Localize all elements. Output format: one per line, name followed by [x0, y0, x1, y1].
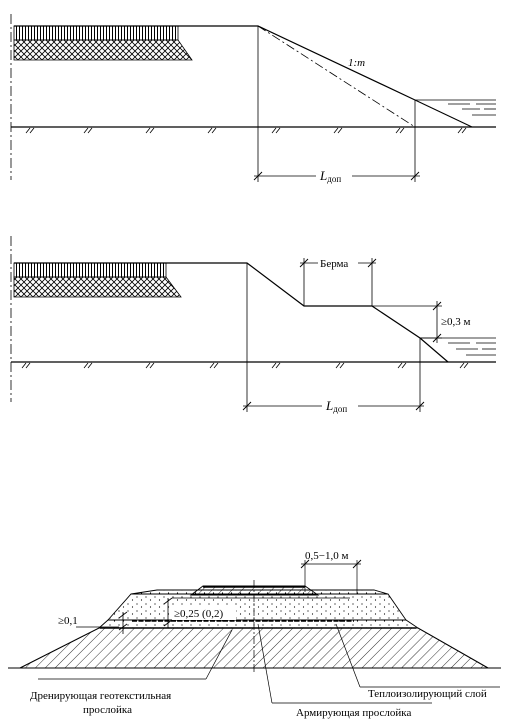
leader-insulation: [335, 623, 361, 688]
figure-3-embankment-cross-section: 0,5−1,0 м ≥0,1 ≥0,25 (0,2) Дренирующая г…: [8, 550, 501, 719]
berm-label: Берма: [320, 258, 348, 270]
ground-hatch-marks: [25, 127, 467, 134]
dimension-label-l-allowed: Lдоп: [325, 398, 347, 414]
figure-2-embankment-berm: Берма ≥0,3 м Lдоп: [10, 236, 496, 414]
leader-reinforce: [257, 623, 273, 704]
width-label: 0,5−1,0 м: [305, 550, 348, 562]
track-ballast-vertical-hatch: [13, 262, 167, 278]
drain-label-line1: Дренирующая геотекстильная: [30, 690, 171, 702]
figure-1-embankment-slope: Lдоп 1:m: [10, 14, 496, 184]
water-body: [415, 99, 496, 116]
track-sleeper-crosshatch: [13, 39, 193, 61]
ground-hatch-marks: [21, 362, 469, 369]
insulation-label: Теплоизолирующий слой: [368, 688, 487, 700]
thickness-left-label: ≥0,1: [58, 615, 78, 627]
reinforce-label: Армирующая прослойка: [296, 707, 411, 719]
embankment-outline-with-berm: [14, 262, 449, 363]
leader-drain: [205, 629, 233, 680]
dimension-label-l-allowed: Lдоп: [319, 168, 341, 184]
slope-label: 1:m: [348, 57, 365, 69]
thickness-center-label: ≥0,25 (0,2): [174, 608, 223, 620]
track-ballast-vertical-hatch: [13, 25, 179, 41]
dimension-tick-right: [410, 171, 420, 181]
water-body: [420, 337, 496, 356]
dimension-tick-left: [253, 171, 263, 181]
height-label: ≥0,3 м: [441, 316, 471, 328]
water-edge-slope: [414, 99, 473, 128]
track-sleeper-crosshatch: [13, 276, 182, 298]
allowed-slope-line: [257, 25, 416, 128]
drain-label-line2: прослойка: [83, 704, 132, 716]
